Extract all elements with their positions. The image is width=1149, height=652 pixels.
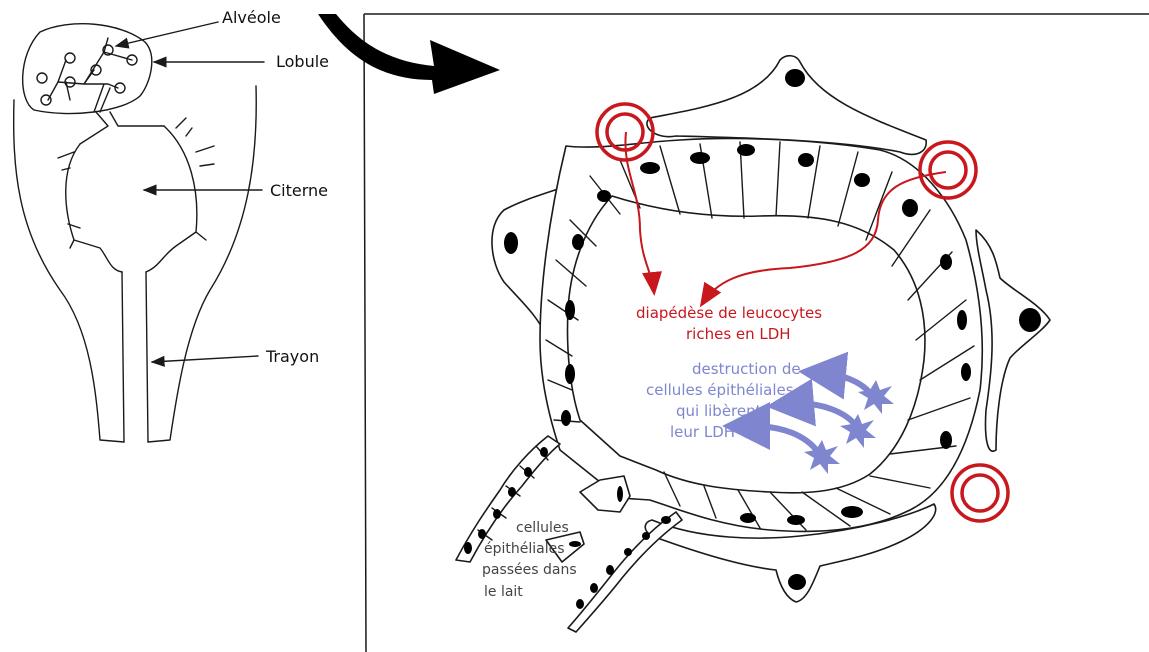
- trayon-pointer: [152, 356, 258, 362]
- destruction-text-3: qui libèrent: [676, 402, 762, 420]
- label-trayon: Trayon: [265, 347, 319, 366]
- duct-wall-right: [568, 512, 682, 632]
- shed-cells-text-4: le lait: [484, 584, 523, 600]
- teat-canal-left: [122, 272, 124, 442]
- udder-wall-left: [14, 100, 124, 442]
- label-alveole: Alvéole: [222, 8, 281, 27]
- diapedesis-text-1: diapédèse de leucocytes: [636, 304, 822, 322]
- teat-canal-right: [146, 272, 148, 442]
- diapedesis-text-2: riches en LDH: [686, 325, 791, 343]
- zoom-arrow: [318, 14, 500, 94]
- shed-cells-text-3: passées dans: [482, 562, 577, 578]
- nucleus-myo-bottom: [788, 574, 806, 590]
- capillary-top-right: [920, 142, 976, 198]
- label-lobule: Lobule: [276, 52, 329, 71]
- udder-wall-right: [148, 86, 256, 442]
- udder-schematic: Alvéole Lobule Citerne Trayon: [14, 8, 329, 442]
- destruction-text-2: cellules épithéliales: [646, 381, 794, 399]
- main-duct: [80, 112, 164, 144]
- nucleus-myo-right: [1019, 308, 1041, 332]
- lobule-outline: [23, 24, 152, 114]
- alveolus-7: [41, 95, 51, 105]
- shed-cells-text-2: épithéliales: [484, 541, 565, 557]
- label-citerne: Citerne: [270, 181, 328, 200]
- myoepithelial-cell-right: [976, 230, 1050, 451]
- nucleus-myo-top: [785, 69, 805, 87]
- alveolus-2: [65, 53, 75, 63]
- destruction-text-1: destruction de: [692, 360, 801, 378]
- capillary-bottom-right: [952, 465, 1008, 521]
- lobule-ducts: [48, 38, 132, 112]
- alveolus-3: [37, 73, 47, 83]
- cistern: [58, 118, 214, 272]
- destruction-text-4: leur LDH: [670, 423, 735, 441]
- shed-cells-text-1: cellules: [516, 520, 569, 536]
- nucleus-myo-left: [504, 232, 518, 254]
